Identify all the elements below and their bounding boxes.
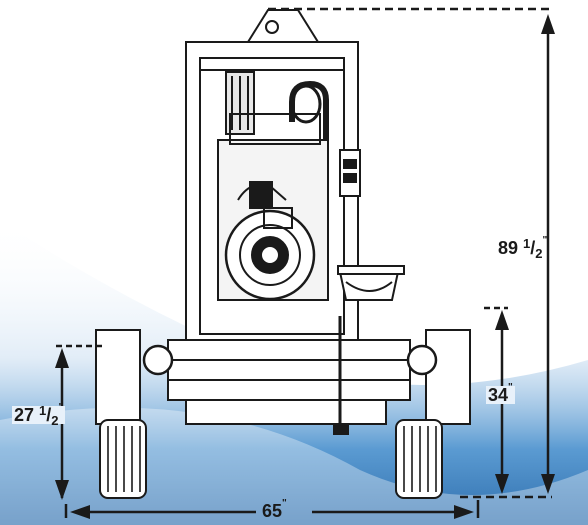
pump-housing [239,224,301,286]
height-overall-denominator: 2 [535,246,543,261]
left-tread [107,426,141,492]
left-hub [142,344,174,376]
height-pump-label: 34" [486,383,515,405]
height-pump-arrow-bottom [495,474,509,494]
height-overall-slash: / [530,238,536,258]
height-wheel-denominator: 2 [51,413,59,428]
pump-fitting [249,181,273,209]
width-overall-label: 65" [262,499,287,521]
width-overall-unit: " [282,498,287,509]
height-wheel-slash: / [46,405,52,425]
height-overall-unit: " [542,235,548,246]
lifting-bail [246,9,320,43]
lifting-eye [265,20,279,34]
height-wheel-label: 27 1/2" [12,403,66,427]
left-fender [95,329,141,425]
height-wheel-unit: " [58,402,64,413]
height-pump-unit: " [508,382,513,393]
height-overall-whole: 89 [498,238,519,258]
height-pump-arrow-top [495,310,509,330]
height-wheel-arrow-top [55,348,69,368]
height-overall-label: 89 1/2" [498,236,547,261]
height-overall-arrow-top [541,14,555,34]
height-overall-arrow-bottom [541,474,555,494]
tongue-bar [185,399,387,425]
right-fender [425,329,471,425]
discharge-curve [345,281,393,292]
exhaust-pipe [290,84,322,124]
width-overall-whole: 65 [262,501,283,521]
height-wheel-whole: 27 [14,405,35,425]
width-arrow-left [70,505,90,519]
height-wheel-arrow-bottom [55,480,69,500]
pump-shaft [260,245,280,265]
width-arrow-right [454,505,474,519]
axle-housing [167,339,411,401]
left-tire [99,419,147,499]
machine-outline [95,9,471,499]
right-hub [406,344,438,376]
right-tire [395,419,443,499]
discharge-flange [337,265,405,275]
height-overall-numerator: 1 [523,236,531,251]
engine-cover [229,113,321,145]
right-tread [403,426,437,492]
height-pump-whole: 34 [488,385,509,405]
pump-fitting-2 [263,207,293,229]
discharge-cone [338,271,400,301]
height-wheel-numerator: 1 [39,403,47,418]
